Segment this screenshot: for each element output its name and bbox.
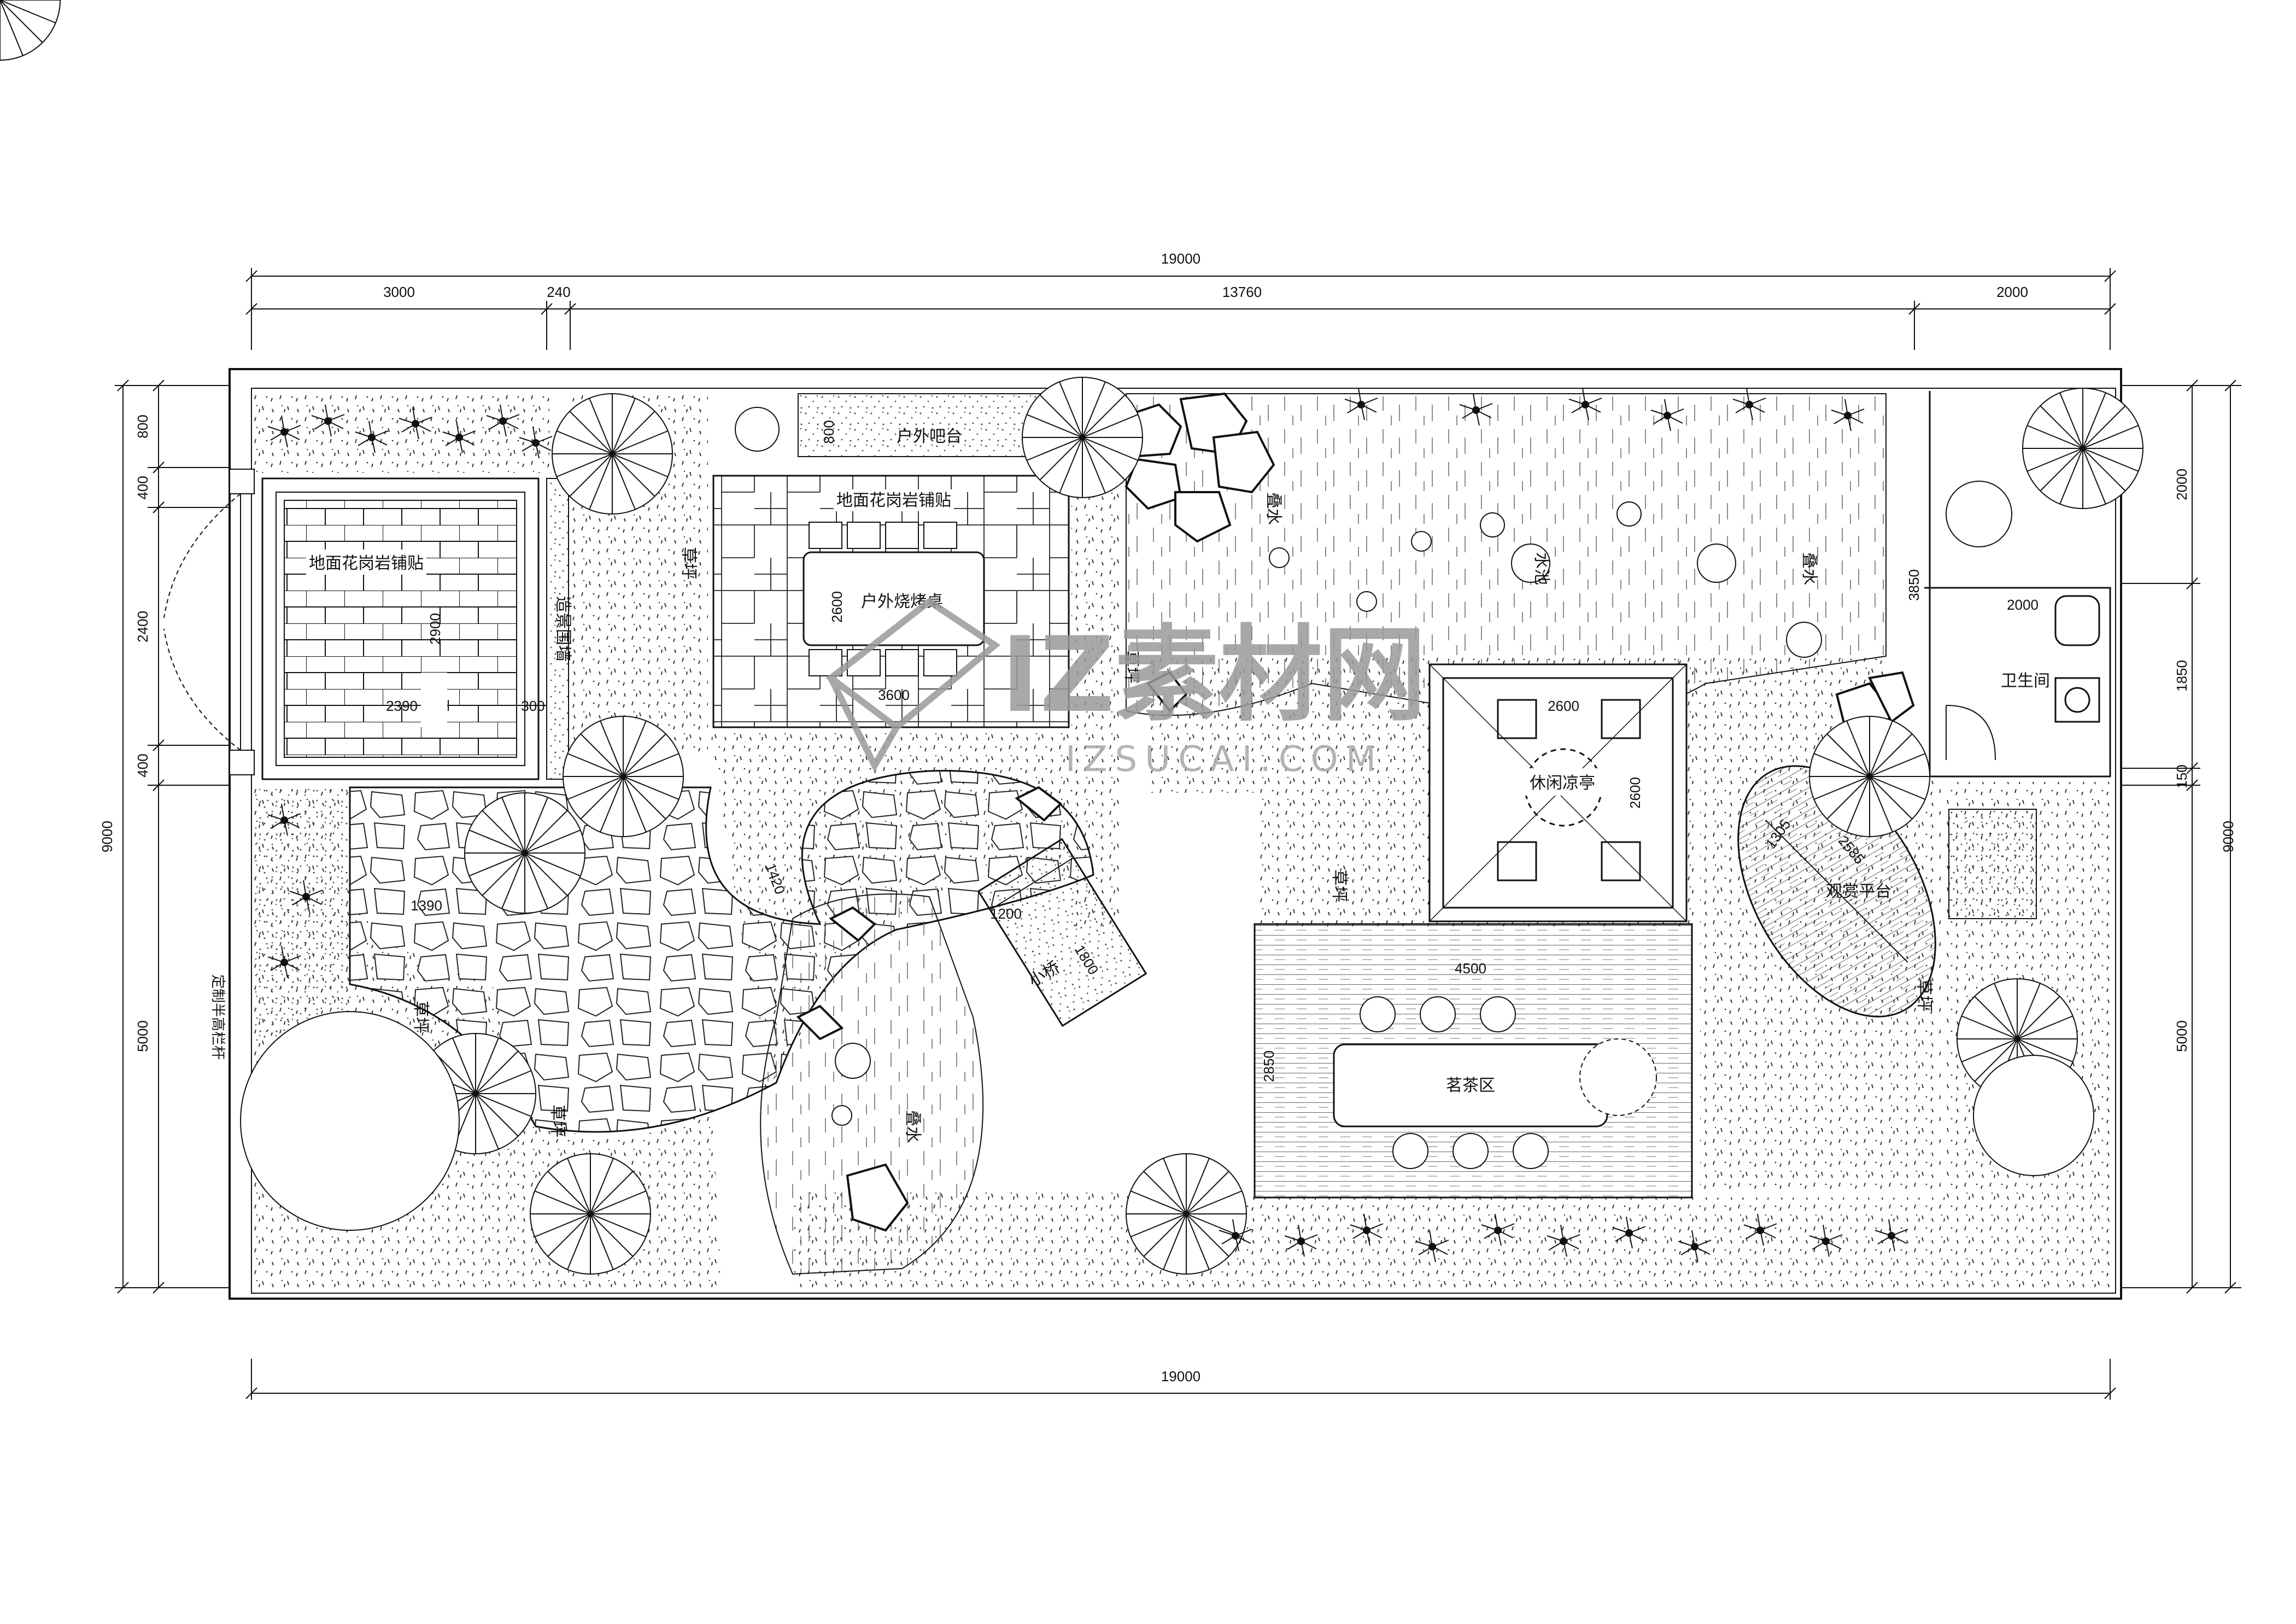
label-railing: 定制半高栏杆 <box>209 974 226 1060</box>
dim-left-5: 5000 <box>134 1020 151 1052</box>
dim-wc-h: 3850 <box>1906 569 1922 601</box>
dim-bridge-w: 1200 <box>990 906 1022 922</box>
dim-paving-w: 2390 <box>386 698 418 714</box>
dim-paving-gap: 300 <box>521 698 544 714</box>
dim-top-seg-3: 13760 <box>1222 284 1262 300</box>
dim-left-1: 800 <box>134 414 151 438</box>
dim-left-total: 9000 <box>99 821 115 852</box>
outdoor-bar <box>798 393 1067 457</box>
dim-path-1: 1390 <box>411 897 442 914</box>
inner-boundary <box>251 388 2116 1294</box>
dim-left-3: 2400 <box>134 611 151 642</box>
tea-stools <box>1360 996 1657 1169</box>
granite-paving-left <box>261 477 569 780</box>
dim-bbq-h: 2600 <box>829 591 845 623</box>
dim-top-seg-1: 3000 <box>383 284 415 300</box>
dim-wc-w: 2000 <box>2007 597 2039 613</box>
dim-right-2: 1850 <box>2174 660 2190 692</box>
label-bg-paving-top <box>834 489 954 511</box>
dim-left-2: 400 <box>134 476 151 499</box>
label-lawn-5: 草坪 <box>548 1105 567 1137</box>
bbq-table <box>803 551 985 646</box>
dim-pavilion-h: 2600 <box>1627 777 1643 809</box>
dim-right-3: 150 <box>2174 764 2190 788</box>
label-wall-seat: 造景围墙 <box>553 596 572 662</box>
cascade-pool <box>760 893 984 1275</box>
dim-top-seg-2: 240 <box>547 284 570 300</box>
dim-paving-h: 2900 <box>427 613 443 645</box>
dim-top-total: 19000 <box>1161 250 1200 267</box>
bbq-chairs <box>809 522 957 676</box>
dim-right-4: 5000 <box>2174 1020 2190 1052</box>
label-lawn-2: 草坪 <box>1122 651 1141 684</box>
watermark-sub: IZSUCAI.COM <box>1065 739 1384 780</box>
rocks <box>796 392 1915 1232</box>
label-tea: 茗茶区 <box>1446 1076 1495 1095</box>
label-lawn-4: 草坪 <box>411 1001 430 1033</box>
label-lawn-6: 草坪 <box>1914 979 1934 1012</box>
label-bar: 户外吧台 <box>897 427 962 446</box>
bathroom <box>1924 391 2111 778</box>
label-cascade-1: 叠水 <box>1264 492 1283 525</box>
label-pavilion: 休闲凉亭 <box>1530 774 1595 793</box>
dim-tea-w: 4500 <box>1455 960 1486 977</box>
watermark: IZ素材网 IZSUCAI.COM <box>825 597 1426 780</box>
label-platform: 观赏平台 <box>1826 882 1891 901</box>
label-lawn-3: 草坪 <box>1329 869 1349 902</box>
label-cascade-3: 叠水 <box>903 1110 922 1143</box>
dim-bar-h: 800 <box>821 420 837 443</box>
label-wc: 卫生间 <box>2001 671 2050 691</box>
dimension-top <box>245 268 2116 350</box>
label-cascade-2: 叠水 <box>1800 552 1819 585</box>
dimension-right <box>2121 379 2241 1294</box>
label-bg-paving-h <box>421 673 447 727</box>
label-pool: 水池 <box>1532 552 1551 585</box>
dim-left-4: 400 <box>134 753 151 777</box>
watermark-main: IZ素材网 <box>1001 615 1426 735</box>
lily-pads <box>831 501 1822 1126</box>
planter-box <box>1948 809 2037 919</box>
dimension-left <box>115 379 241 1294</box>
watermark-logo-icon <box>825 597 1001 773</box>
label-bg-paving-left <box>306 550 426 575</box>
bar-stool-icon <box>735 407 780 452</box>
label-paving-top: 地面花岗岩铺贴 <box>836 491 951 510</box>
label-lawn-1: 草坪 <box>679 547 698 580</box>
dim-right-total: 9000 <box>2220 821 2236 852</box>
dim-tea-h: 2850 <box>1261 1050 1277 1082</box>
entrance-gate <box>163 469 255 775</box>
platform-dim-line <box>1765 820 1908 963</box>
dim-bbq-w: 3600 <box>878 687 910 703</box>
trees <box>0 0 2143 1275</box>
label-bg-pavilion <box>1512 768 1613 796</box>
label-paving-left: 地面花岗岩铺贴 <box>309 554 424 573</box>
dim-right-1: 2000 <box>2174 469 2190 500</box>
dim-top-seg-4: 2000 <box>1996 284 2028 300</box>
dim-pavilion-w: 2600 <box>1548 698 1579 714</box>
bridge <box>977 838 1147 1027</box>
dim-bottom-total: 19000 <box>1161 1368 1200 1385</box>
dimension-bottom <box>245 1359 2116 1400</box>
